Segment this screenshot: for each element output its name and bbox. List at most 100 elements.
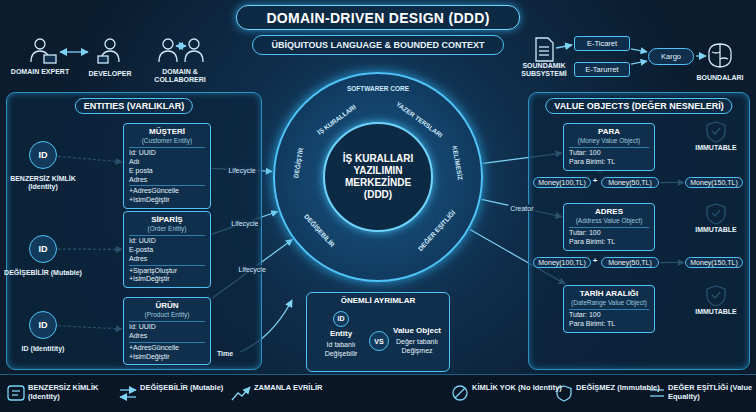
value-text: Money(150,TL) xyxy=(688,259,740,266)
legend-text: KİMLİK YOK (No Identity) xyxy=(472,383,572,392)
attribute-line: +IsimDeğiştir xyxy=(129,196,205,205)
value-pill: Money(50,TL) xyxy=(601,177,659,188)
box-heading: SİPARİŞ xyxy=(129,215,205,225)
identity-label: BENZERSİZ KİMLİK (Identity) xyxy=(1,175,85,192)
side-heading: Entity xyxy=(330,329,352,340)
box-heading: ADRES xyxy=(569,207,649,217)
identity-circle: IDBENZERSİZ KİMLİK (Identity) xyxy=(29,141,57,169)
value-text: Money(50,TL) xyxy=(604,259,656,266)
attribute-line: Para Birimi: TL xyxy=(569,320,649,329)
box-subtitle: (DateRange Value Object) xyxy=(569,299,649,309)
attribute-line: Adres xyxy=(129,176,205,185)
identity-circle: IDDEĞİŞEBİLİR (Mutable) xyxy=(29,235,57,263)
value-object-box: ADRES(Address Value Object)Tutar: 100Par… xyxy=(563,203,655,251)
attribute-line: +IsimDeğiştir xyxy=(129,275,205,284)
edge-label: Lifecycle xyxy=(229,219,260,226)
label: DEVELOPER xyxy=(80,70,140,78)
attribute-line: Adı xyxy=(129,158,205,167)
attribute-line: Tutar: 100 xyxy=(569,227,649,238)
context-band: ÜBİQUITOUS LANGUAGE & BOUNDED CONTEXT xyxy=(252,35,504,55)
side-line: Id tabanlı xyxy=(327,340,356,349)
vs-circle: VS xyxy=(369,331,389,351)
value-pill: Money(50,TL) xyxy=(601,257,659,268)
side-line: Değişmez xyxy=(401,346,432,355)
identity-label: ID (Identitity) xyxy=(1,345,85,353)
core-text: İŞ KURALLARI YAZILIMIN MERKEZİNDE (DDD) xyxy=(331,153,425,201)
box-subtitle: (Address Value Object) xyxy=(569,217,649,227)
value-pill: Money(100,TL) xyxy=(533,177,591,188)
node-text: E-Tarurret xyxy=(578,65,626,74)
box-heading: TARİH ARALIĞI xyxy=(569,289,649,299)
legend-bar xyxy=(0,374,756,412)
attribute-line: Adres xyxy=(129,332,205,341)
edge-label: Lifecycle xyxy=(226,166,257,173)
panel-heading: ENTITIES (VARLIKLAR) xyxy=(75,98,193,114)
attribute-line: +SiparişOluştur xyxy=(129,265,205,276)
ring-label: DEĞİŞTİR xyxy=(293,147,305,178)
label: Time xyxy=(210,350,240,358)
legend-text: ZAMANLA EVRİLİR xyxy=(254,383,354,392)
comparison-side: Value ObjectDeğer tabanlıDeğişmez xyxy=(389,311,445,367)
identity-label: DEĞİŞEBİLİR (Mutable) xyxy=(1,269,85,277)
id-badge: ID xyxy=(39,150,48,160)
attribute-line: Tutar: 100 xyxy=(569,309,649,320)
attribute-line: +IsimDeğiştir xyxy=(129,353,205,362)
title: DOMAIN-DRIVEN DESIGN (DDD) xyxy=(266,10,489,26)
identity-circle: IDID (Identitity) xyxy=(29,311,57,339)
connector xyxy=(631,49,647,52)
label: BOUNDALARI xyxy=(690,74,750,82)
label: + xyxy=(590,176,600,186)
system-box: E-Tarurret xyxy=(574,62,630,77)
connector xyxy=(631,61,647,64)
attribute-line: E-posta xyxy=(129,246,205,255)
attribute-line: E posta xyxy=(129,167,205,176)
side-line: Değişebilir xyxy=(325,349,358,358)
label: SOUNDAMIK SUBSYSTEMİ xyxy=(512,62,576,79)
edge-label: Creator xyxy=(508,205,535,212)
value-pill: Money(100,TL) xyxy=(533,257,591,268)
box-heading: ÜRÜN xyxy=(129,301,205,311)
box-heading: ÖNEMLİ AYRIMLAR xyxy=(307,296,449,305)
system-pill: Kargo xyxy=(648,48,694,65)
value-text: Money(100,TL) xyxy=(536,179,588,186)
id-badge: ID xyxy=(39,244,48,254)
legend-text: BENZERSİZ KİMLİK (Identity) xyxy=(28,383,128,401)
label: DOMAIN EXPERT xyxy=(8,68,72,76)
id-badge: ID xyxy=(333,311,349,327)
label: DOMAIN & COLLABORERI xyxy=(140,68,220,85)
attribute-line: +AdresGüncelle xyxy=(129,342,205,353)
attribute-line: Adres xyxy=(129,255,205,264)
entity-box: ÜRÜN(Product Entity)Id: UUIDAdres+AdresG… xyxy=(123,297,211,365)
box-subtitle: (Money Value Object) xyxy=(569,137,649,147)
section-panel: ENTITIES (VARLIKLAR) IDBENZERSİZ KİMLİK (… xyxy=(6,92,262,370)
attribute-line: Para Birimi: TL xyxy=(569,158,649,167)
legend-text: DEĞER EŞİTLİĞİ (Value Equality) xyxy=(668,383,756,401)
attribute-line: Id: UUID xyxy=(129,147,205,158)
label: + xyxy=(590,256,600,266)
comparison-side: ID EntityId tabanlıDeğişebilir xyxy=(313,311,369,367)
edge-label: Lifecycle xyxy=(237,265,268,272)
ring-label: DEĞER EŞİTLİĞİ xyxy=(418,209,458,252)
value-text: Money(150,TL) xyxy=(688,179,740,186)
entity-box: SİPARİŞ(Order Entity)Id: UUIDE-postaAdre… xyxy=(123,211,211,288)
box-subtitle: (Customer Entity) xyxy=(129,137,205,147)
value-text: Money(50,TL) xyxy=(604,179,656,186)
attribute-line: Id: UUID xyxy=(129,321,205,332)
comparison-box: ÖNEMLİ AYRIMLAR ID EntityId tabanlıDeğişeb… xyxy=(306,292,450,372)
panel-heading: VALUE OBJECTS (DEĞER NESNELERİ) xyxy=(545,98,732,114)
box-subtitle: (Product Entity) xyxy=(129,311,205,321)
side-line: Değer tabanlı xyxy=(396,337,438,346)
core-center: İŞ KURALLARI YAZILIMIN MERKEZİNDE (DDD) xyxy=(323,122,433,232)
legend-text: DEĞİŞMEZ (Immutable) xyxy=(576,383,676,392)
value-object-box: TARİH ARALIĞI(DateRange Value Object)Tut… xyxy=(563,285,655,333)
id-badge: ID xyxy=(39,320,48,330)
node-text: E-Ticaret xyxy=(578,39,626,48)
label: IMMUTABLE xyxy=(691,226,741,234)
system-box: E-Ticaret xyxy=(574,36,630,51)
box-heading: PARA xyxy=(569,127,649,137)
value-pill: Money(150,TL) xyxy=(685,257,743,268)
legend-text: DEĞİŞEBİLİR (Mutable) xyxy=(140,383,240,392)
box-subtitle: (Order Entity) xyxy=(129,225,205,235)
node-text: VS xyxy=(374,338,383,345)
